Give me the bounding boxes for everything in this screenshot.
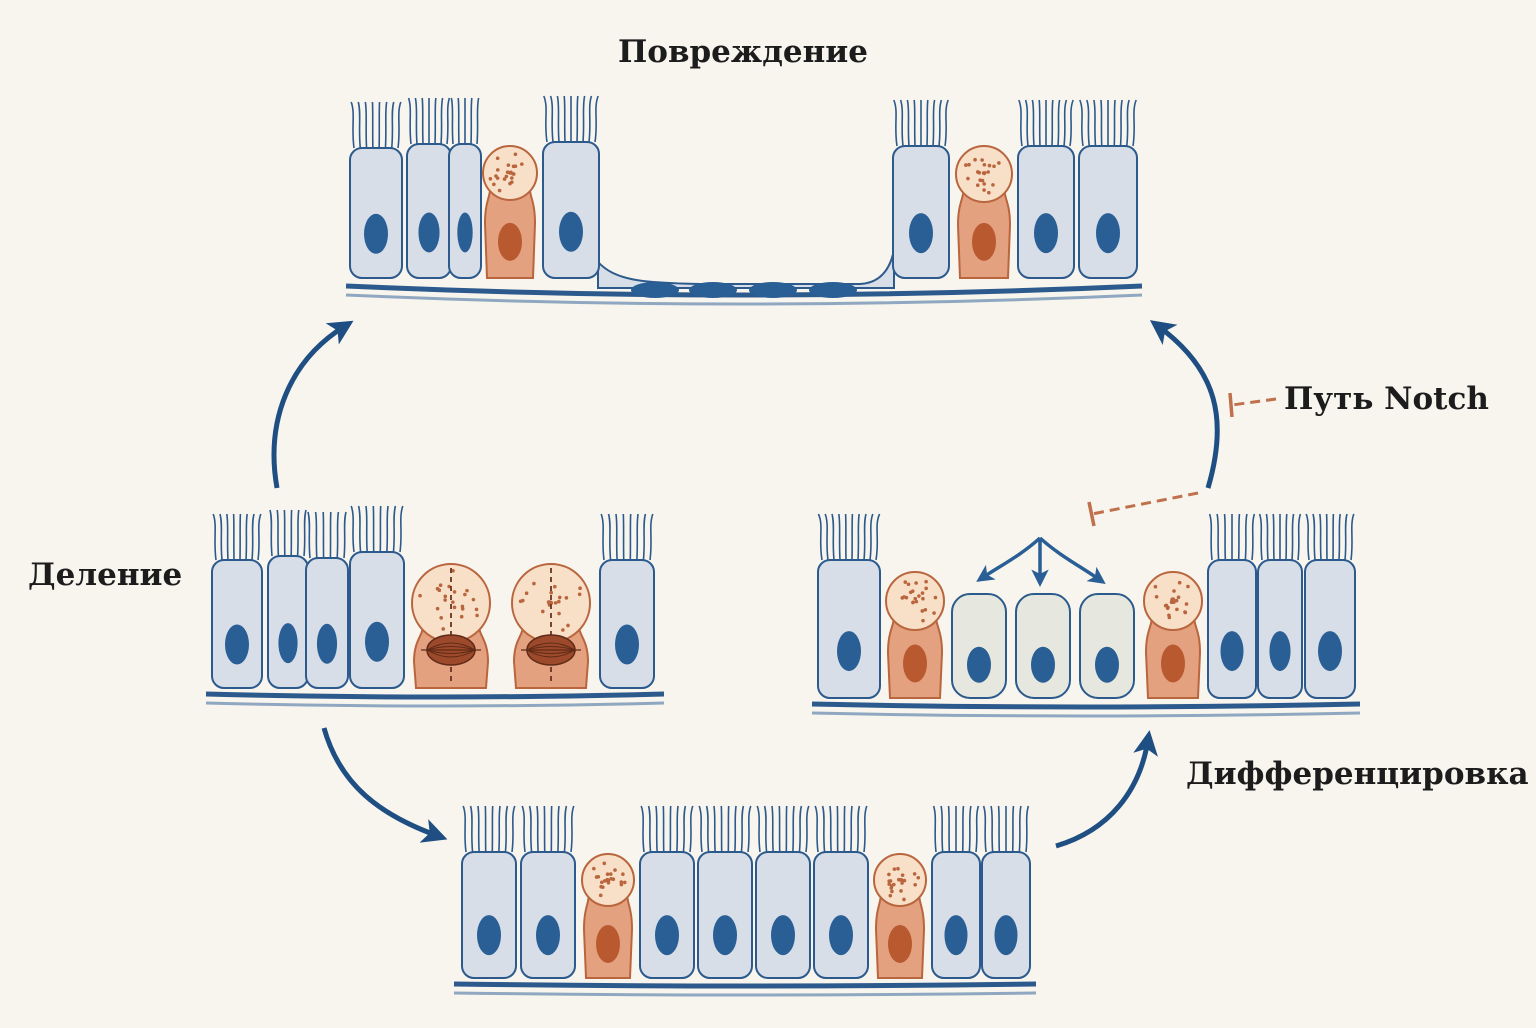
ciliated-cell (267, 509, 309, 689)
ciliated-cell (349, 101, 403, 279)
secretory-cell (511, 563, 591, 689)
ciliated-cell (639, 805, 695, 979)
basement-membrane (345, 283, 1143, 306)
ciliated-cell (1257, 513, 1303, 699)
flattened-basal-cells (597, 249, 895, 298)
ciliated-cell (813, 805, 869, 979)
ciliated-cell (349, 505, 405, 689)
ciliated-cell (305, 511, 349, 689)
ciliated-cell (520, 805, 576, 979)
ciliated-cell (892, 99, 950, 279)
ciliated-cell (981, 805, 1031, 979)
ciliated-cell (755, 805, 811, 979)
ciliated-cell (461, 805, 517, 979)
secretory-cell (955, 145, 1013, 279)
precursor-cell (951, 593, 1007, 699)
secretory-cell (482, 145, 538, 279)
basement-membrane (811, 701, 1361, 718)
secretory-cell (873, 853, 927, 979)
cycle-arrow-proliferation-to-differentiation (1055, 730, 1158, 849)
label-division: Деление (28, 557, 183, 593)
ciliated-cell (406, 97, 452, 279)
label-differentiation: Дифференцировка (1186, 756, 1529, 792)
ciliated-cell (817, 513, 881, 699)
ciliated-cell (697, 805, 753, 979)
precursor-cell (1015, 593, 1071, 699)
secretory-cell (581, 853, 635, 979)
ciliated-cell (542, 95, 600, 279)
cycle-arrow-division-to-proliferation (321, 727, 448, 843)
ciliated-cell (599, 513, 655, 689)
secretory-cell (1143, 571, 1203, 699)
precursor-cell (1079, 593, 1135, 699)
label-injury: Повреждение (618, 34, 868, 70)
branching-arrows-icon (976, 536, 1106, 587)
basement-membrane (205, 691, 665, 708)
ciliated-cell (1207, 513, 1257, 699)
ciliated-cell (1078, 99, 1138, 279)
label-notch-pathway: Путь Notch (1284, 381, 1489, 417)
secretory-cell (411, 563, 491, 689)
ciliated-cell (1017, 99, 1075, 279)
ciliated-cell (211, 513, 263, 689)
ciliated-cell (931, 805, 981, 979)
secretory-cell (885, 571, 945, 699)
inhibition-bar-icon (1087, 392, 1277, 527)
cycle-arrow-division-to-injury (271, 320, 354, 489)
ciliated-cell (1304, 513, 1356, 699)
basement-membrane (453, 981, 1037, 997)
ciliated-cell (448, 97, 482, 279)
cycle-arrow-differentiation-to-injury (1149, 320, 1220, 489)
